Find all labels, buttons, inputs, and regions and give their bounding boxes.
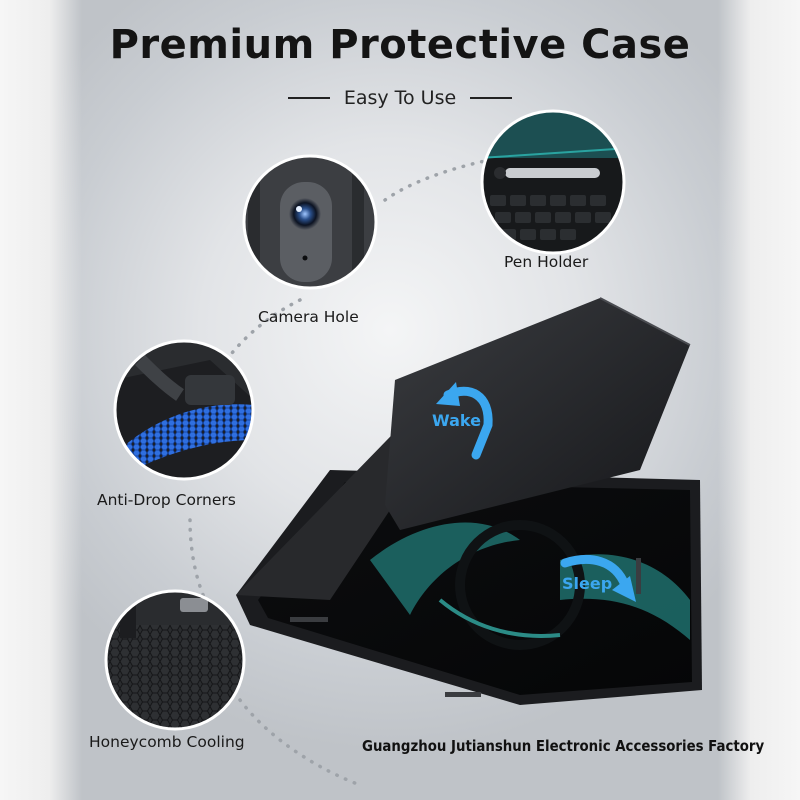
- wake-arrow-icon: [436, 382, 493, 460]
- honeycomb-icon: [107, 625, 243, 728]
- honeycomb-cooling-label: Honeycomb Cooling: [89, 733, 245, 751]
- honeycomb-cooling-bubble: [104, 589, 246, 731]
- factory-watermark: Guangzhou Jutianshun Electronic Accessor…: [362, 737, 765, 755]
- page-title: Premium Protective Case: [109, 22, 691, 68]
- corner-bumper-icon: [116, 404, 252, 478]
- subtitle-left-rule: [287, 97, 330, 99]
- dotted-arc: [188, 148, 577, 787]
- folding-cover: [236, 297, 691, 600]
- right-white-border: [718, 0, 800, 800]
- camera-hole-label: Camera Hole: [258, 308, 359, 326]
- sleep-label: Sleep: [562, 574, 613, 593]
- anti-drop-corners-label: Anti-Drop Corners: [97, 491, 236, 509]
- pen-holder-label: Pen Holder: [504, 253, 589, 271]
- camera-hole-bubble: [242, 154, 378, 290]
- subtitle: Easy To Use: [343, 87, 457, 109]
- wake-label: Wake: [432, 411, 481, 430]
- subtitle-right-rule: [470, 97, 513, 99]
- subtitle-row: Easy To Use: [0, 84, 800, 112]
- camera-lens-icon: [289, 198, 321, 230]
- pen-slot-icon: [505, 168, 600, 178]
- left-white-border: [0, 0, 82, 800]
- pen-holder-bubble: [480, 109, 626, 255]
- anti-drop-corners-bubble: [113, 339, 255, 481]
- sleep-arrow-icon: [560, 555, 636, 602]
